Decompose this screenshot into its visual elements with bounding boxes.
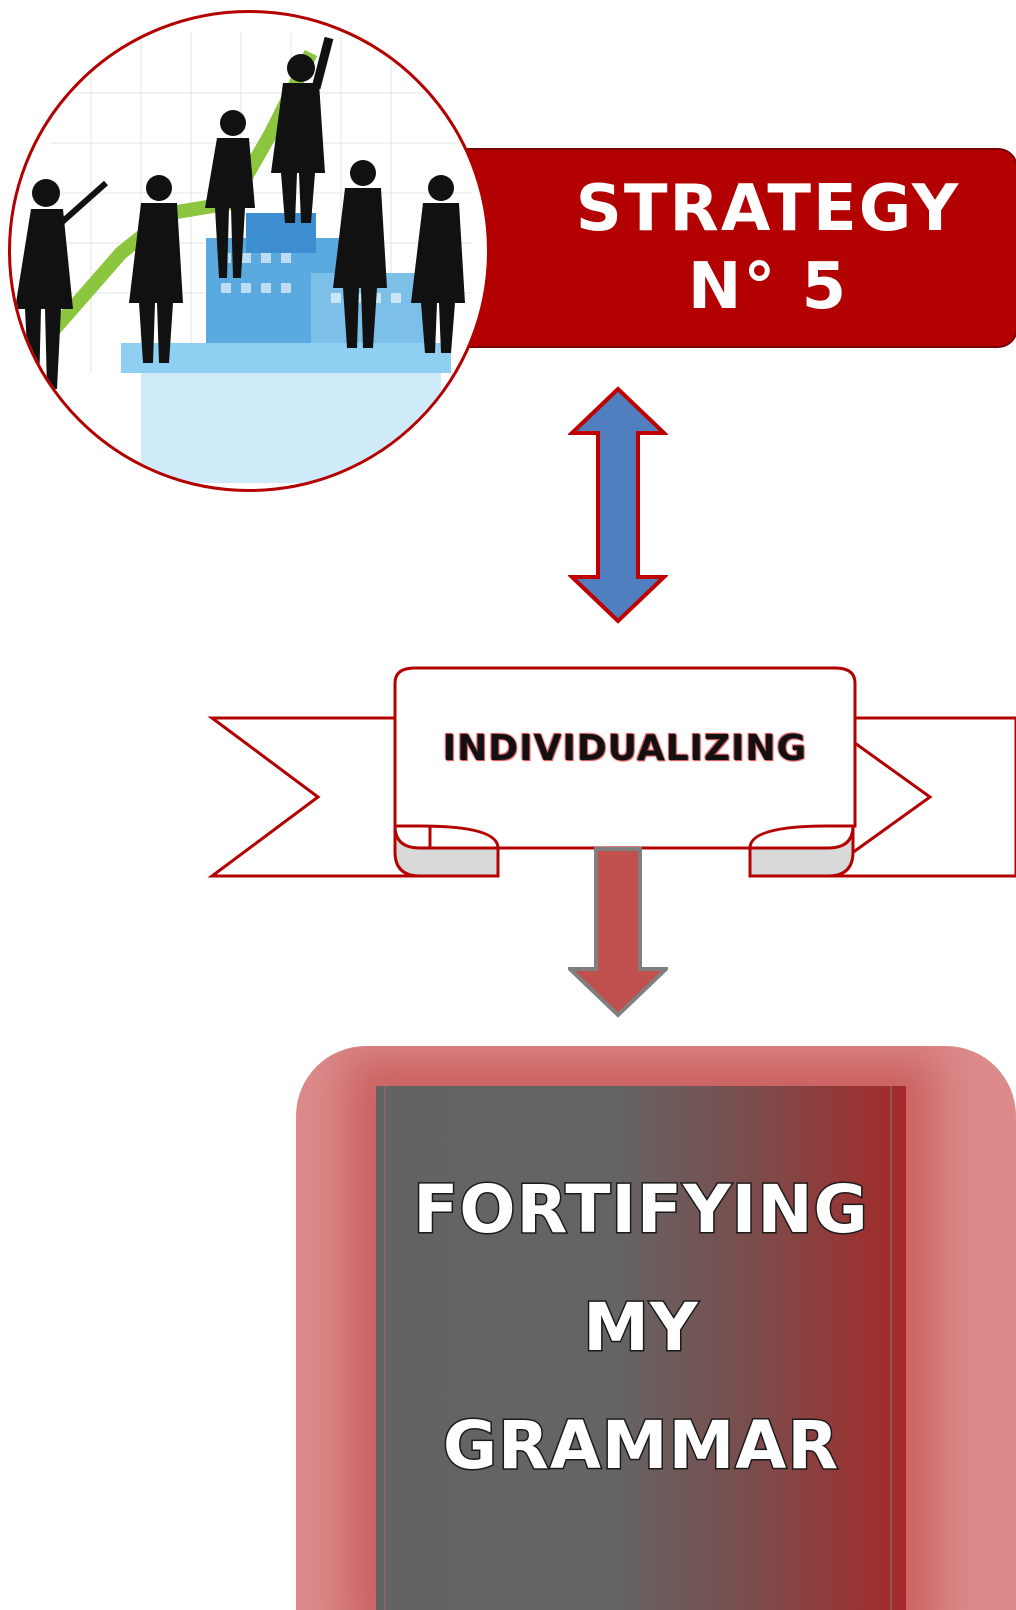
result-panel: FORTIFYING MY GRAMMAR: [296, 1046, 1016, 1610]
ribbon-label: INDIVIDUALIZING: [442, 727, 808, 769]
business-people-image: [8, 10, 490, 492]
business-people-silhouettes-icon: [15, 33, 471, 483]
result-line-2: MY: [582, 1288, 699, 1368]
panel-divider-right: [890, 1086, 892, 1610]
panel-divider-left: [384, 1086, 386, 1610]
strategy-title: STRATEGY: [575, 172, 961, 246]
double-headed-vertical-arrow-icon: [568, 386, 668, 624]
down-arrow-icon: [568, 847, 668, 1018]
result-line-1: FORTIFYING: [412, 1170, 869, 1250]
result-text: FORTIFYING MY GRAMMAR: [296, 1046, 986, 1610]
ribbon-banner: [207, 666, 1016, 878]
strategy-banner: STRATEGY N° 5: [430, 150, 1016, 346]
result-panel-inner: [376, 1086, 906, 1610]
strategy-number: N° 5: [687, 250, 849, 324]
result-line-3: GRAMMAR: [441, 1406, 840, 1486]
